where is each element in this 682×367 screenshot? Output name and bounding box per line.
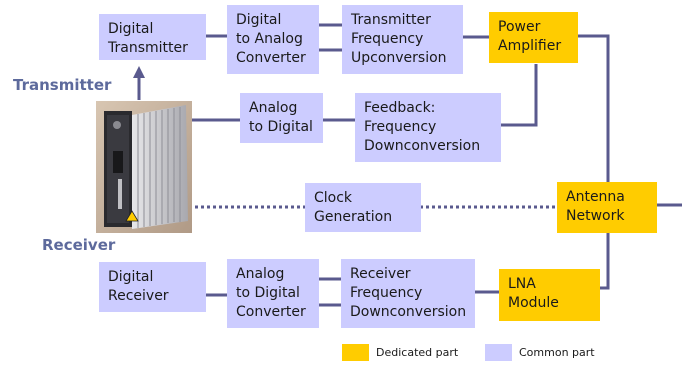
legend-dedicated-swatch: [342, 344, 369, 361]
tx-upconversion-block: Transmitter Frequency Upconversion: [342, 5, 463, 74]
connector-antenna-lna: [599, 232, 610, 290]
legend-dedicated-label: Dedicated part: [376, 346, 459, 359]
connector-pa-feedback: [500, 64, 538, 127]
receiver-label: Receiver: [42, 236, 116, 254]
feedback-downconversion-block: Feedback: Frequency Downconversion: [355, 93, 501, 162]
transmitter-label: Transmitter: [13, 76, 112, 94]
lna-module-block: LNA Module: [499, 269, 600, 321]
digital-transmitter-block: Digital Transmitter: [99, 14, 206, 60]
power-amplifier-block: Power Amplifier: [489, 12, 578, 63]
analog-to-digital-feedback-block: Analog to Digital: [240, 93, 323, 143]
clock-generation-block: Clock Generation: [305, 183, 421, 232]
antenna-network-block: Antenna Network: [557, 182, 657, 233]
dac-block: Digital to Analog Converter: [227, 5, 319, 74]
legend-common-swatch: [485, 344, 512, 361]
transmitter-arrow-head: [133, 66, 145, 78]
digital-receiver-block: Digital Receiver: [99, 262, 206, 312]
radio-unit-photo: [96, 101, 192, 233]
legend-common-label: Common part: [519, 346, 595, 359]
connector-pa-antenna: [577, 34, 610, 182]
adc-block: Analog to Digital Converter: [227, 259, 319, 328]
rx-downconversion-block: Receiver Frequency Downconversion: [341, 259, 475, 328]
